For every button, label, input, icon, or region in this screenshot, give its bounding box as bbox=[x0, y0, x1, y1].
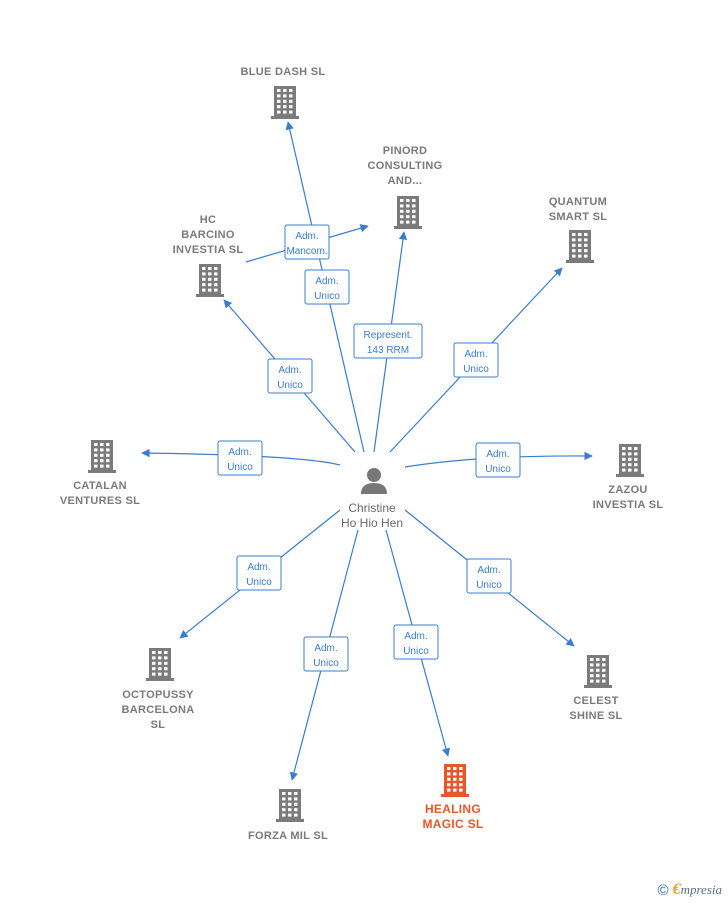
company-label-line: OCTOPUSSY bbox=[122, 689, 194, 701]
relation-text-line: Unico bbox=[485, 464, 511, 475]
relation-label-rel-catalan[interactable]: Adm. Unico bbox=[217, 440, 263, 476]
relation-text-line: Adm. bbox=[464, 349, 487, 360]
company-label-line: QUANTUM bbox=[549, 196, 607, 208]
relation-text-line: Unico bbox=[476, 580, 502, 591]
company-node-blue-dash[interactable]: BLUE DASH SL bbox=[241, 66, 326, 119]
building-icon bbox=[88, 440, 116, 473]
relation-text-line: Adm. bbox=[247, 562, 270, 573]
relation-text-line: Adm. bbox=[315, 276, 338, 287]
building-icon bbox=[196, 264, 224, 297]
edge-rel-catalan bbox=[141, 448, 341, 466]
relation-box bbox=[217, 440, 263, 476]
company-label-line: SL bbox=[151, 719, 166, 731]
company-node-hc-barcino[interactable]: HC BARCINO INVESTIA SL bbox=[173, 214, 244, 297]
person-icon bbox=[361, 468, 387, 494]
center-name-line-1: Christine bbox=[348, 501, 396, 515]
relation-text-line: 143 RRM bbox=[367, 345, 409, 356]
building-icon bbox=[584, 655, 612, 688]
relation-label-rel-quantum[interactable]: Adm. Unico bbox=[453, 342, 499, 378]
relation-text-line: Represent. bbox=[364, 330, 413, 341]
relation-text-line: Adm. bbox=[314, 643, 337, 654]
relation-box bbox=[393, 624, 439, 660]
brand-footer: © €mpresia bbox=[658, 881, 722, 899]
company-label-line: CATALAN bbox=[73, 480, 127, 492]
company-node-octopussy[interactable]: OCTOPUSSY BARCELONA SL bbox=[122, 648, 195, 731]
company-label-line: HC bbox=[200, 214, 217, 226]
relation-box bbox=[353, 323, 423, 359]
company-label-line: FORZA MIL SL bbox=[248, 830, 328, 842]
relation-text-line: Unico bbox=[246, 577, 272, 588]
center-person[interactable]: Christine Ho Hio Hen bbox=[341, 468, 403, 530]
relation-label-rel-forza[interactable]: Adm. Unico bbox=[303, 636, 349, 672]
copyright-icon: © bbox=[657, 881, 669, 899]
relation-text-line: Unico bbox=[277, 380, 303, 391]
company-label-line: BARCINO bbox=[181, 229, 235, 241]
company-label-line: BARCELONA bbox=[122, 704, 195, 716]
center-name-line-2: Ho Hio Hen bbox=[341, 516, 403, 530]
company-label-line: SHINE SL bbox=[569, 710, 622, 722]
company-label-line: CELEST bbox=[573, 695, 618, 707]
relation-text-line: Adm. bbox=[228, 447, 251, 458]
relation-text-line: Adm. bbox=[477, 565, 500, 576]
relation-text-line: Adm. bbox=[404, 631, 427, 642]
company-node-pinord[interactable]: PINORD CONSULTING AND... bbox=[368, 145, 443, 229]
relation-box bbox=[475, 442, 521, 478]
relation-text-line: Adm. bbox=[278, 365, 301, 376]
company-node-forza[interactable]: FORZA MIL SL bbox=[248, 789, 328, 842]
building-icon bbox=[441, 764, 469, 797]
building-icon bbox=[276, 789, 304, 822]
relation-text-line: Adm. bbox=[295, 231, 318, 242]
relation-box bbox=[236, 555, 282, 591]
company-label-line: INVESTIA SL bbox=[593, 499, 664, 511]
relation-text-line: Mancom. bbox=[286, 246, 327, 257]
relation-box bbox=[303, 636, 349, 672]
relation-text-line: Unico bbox=[313, 658, 339, 669]
relation-text-line: Unico bbox=[403, 646, 429, 657]
relation-box bbox=[267, 358, 313, 394]
relation-box bbox=[453, 342, 499, 378]
building-icon bbox=[394, 196, 422, 229]
relation-box bbox=[466, 558, 512, 594]
building-icon bbox=[566, 230, 594, 263]
relation-text-line: Unico bbox=[227, 462, 253, 473]
relation-label-rel-hc[interactable]: Adm. Unico bbox=[267, 358, 313, 394]
company-label-line: ZAZOU bbox=[608, 484, 647, 496]
building-icon bbox=[146, 648, 174, 681]
company-node-catalan[interactable]: CATALAN VENTURES SL bbox=[60, 440, 140, 507]
relation-label-rel-hc-pinord[interactable]: Adm. Mancom. bbox=[284, 224, 330, 260]
company-node-zazou[interactable]: ZAZOU INVESTIA SL bbox=[593, 444, 664, 511]
relation-box bbox=[304, 269, 350, 305]
relation-label-rel-octopussy[interactable]: Adm. Unico bbox=[236, 555, 282, 591]
company-label-line: BLUE DASH SL bbox=[241, 66, 326, 78]
relation-box bbox=[284, 224, 330, 260]
building-icon bbox=[271, 86, 299, 119]
building-icon bbox=[616, 444, 644, 477]
company-node-quantum[interactable]: QUANTUM SMART SL bbox=[549, 196, 608, 263]
relation-label-rel-celest[interactable]: Adm. Unico bbox=[466, 558, 512, 594]
relation-text-line: Adm. bbox=[486, 449, 509, 460]
relation-label-rel-blue-dash[interactable]: Adm. Unico bbox=[304, 269, 350, 305]
relation-label-rel-zazou[interactable]: Adm. Unico bbox=[475, 442, 521, 478]
relation-label-rel-healing[interactable]: Adm. Unico bbox=[393, 624, 439, 660]
relation-text-line: Unico bbox=[314, 291, 340, 302]
company-label-line: PINORD bbox=[383, 145, 428, 157]
company-node-celest[interactable]: CELEST SHINE SL bbox=[569, 655, 622, 722]
relation-text-line: Unico bbox=[463, 364, 489, 375]
relation-label-rel-pinord[interactable]: Represent. 143 RRM bbox=[353, 323, 423, 359]
company-label-line: VENTURES SL bbox=[60, 495, 140, 507]
company-label-line: SMART SL bbox=[549, 211, 608, 223]
company-label-line: CONSULTING bbox=[368, 160, 443, 172]
nodes-layer: BLUE DASH SL PINORD CONSULTING AND... QUANTU… bbox=[60, 66, 664, 842]
company-label-line: INVESTIA SL bbox=[173, 244, 244, 256]
company-label-line: MAGIC SL bbox=[422, 817, 483, 831]
company-label-line: AND... bbox=[388, 175, 423, 187]
brand-logo: €mpresia bbox=[672, 881, 722, 898]
company-label-line: HEALING bbox=[425, 802, 481, 816]
